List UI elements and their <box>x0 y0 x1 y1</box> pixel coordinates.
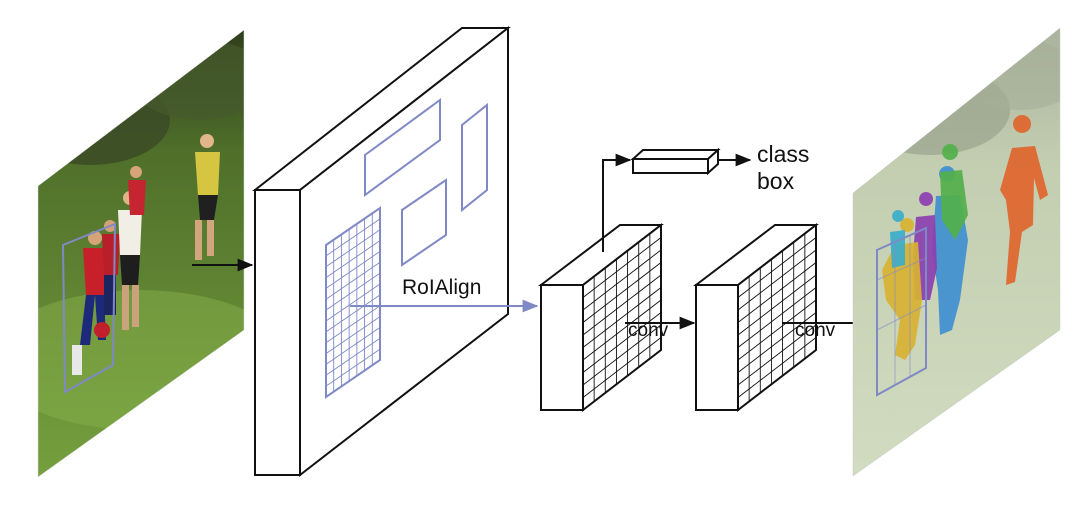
roi-grid <box>325 206 381 399</box>
proposal-box-1 <box>364 98 441 197</box>
mask-orange <box>1000 115 1048 285</box>
class-label: class <box>757 141 809 167</box>
fc-head-box <box>630 147 721 176</box>
mask-cyan <box>890 210 905 268</box>
backbone-feature-map <box>252 25 511 478</box>
input-image <box>38 30 244 477</box>
output-image <box>853 28 1060 476</box>
input-image-frame <box>37 29 245 478</box>
proposal-box-3 <box>401 178 447 267</box>
conv-label-2: conv <box>795 320 836 341</box>
input-roi-box <box>61 222 117 394</box>
ball <box>94 322 110 338</box>
mask-green <box>940 144 968 240</box>
player-red-3 <box>128 166 146 215</box>
output-roi-box <box>876 226 927 397</box>
roialign-label: RoIAlign <box>402 276 481 299</box>
player-white <box>118 191 142 330</box>
arrow-to-fc-head <box>602 153 632 252</box>
output-image-frame <box>852 27 1061 477</box>
player-yellow <box>195 134 220 260</box>
box-label: box <box>757 168 795 194</box>
conv-label-1: conv <box>628 320 669 341</box>
roi-feature-block-2 <box>693 222 819 413</box>
proposal-box-2 <box>461 102 488 213</box>
roi-feature-block-1 <box>538 222 664 413</box>
